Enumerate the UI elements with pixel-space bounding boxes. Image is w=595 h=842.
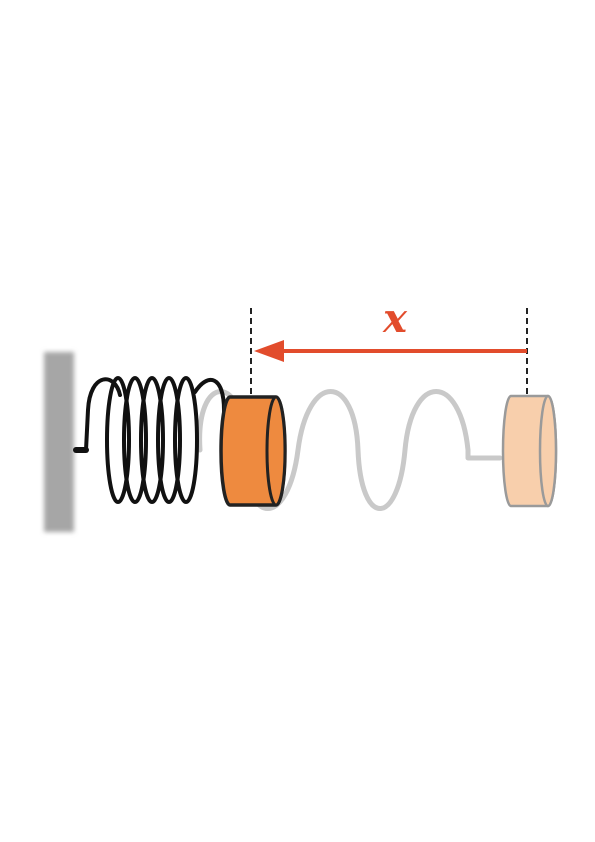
wall [44, 352, 74, 532]
displacement-label: x [382, 295, 408, 342]
displacement-arrow [254, 340, 527, 362]
compressed-spring [73, 376, 226, 504]
block [219, 395, 287, 507]
ghost-block [501, 394, 558, 508]
